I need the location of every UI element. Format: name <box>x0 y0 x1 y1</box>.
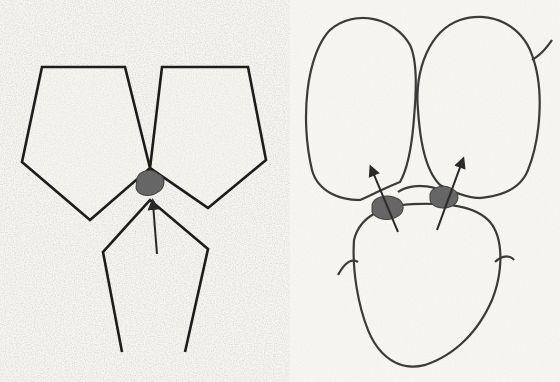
junction-blob-right-2 <box>430 186 458 208</box>
